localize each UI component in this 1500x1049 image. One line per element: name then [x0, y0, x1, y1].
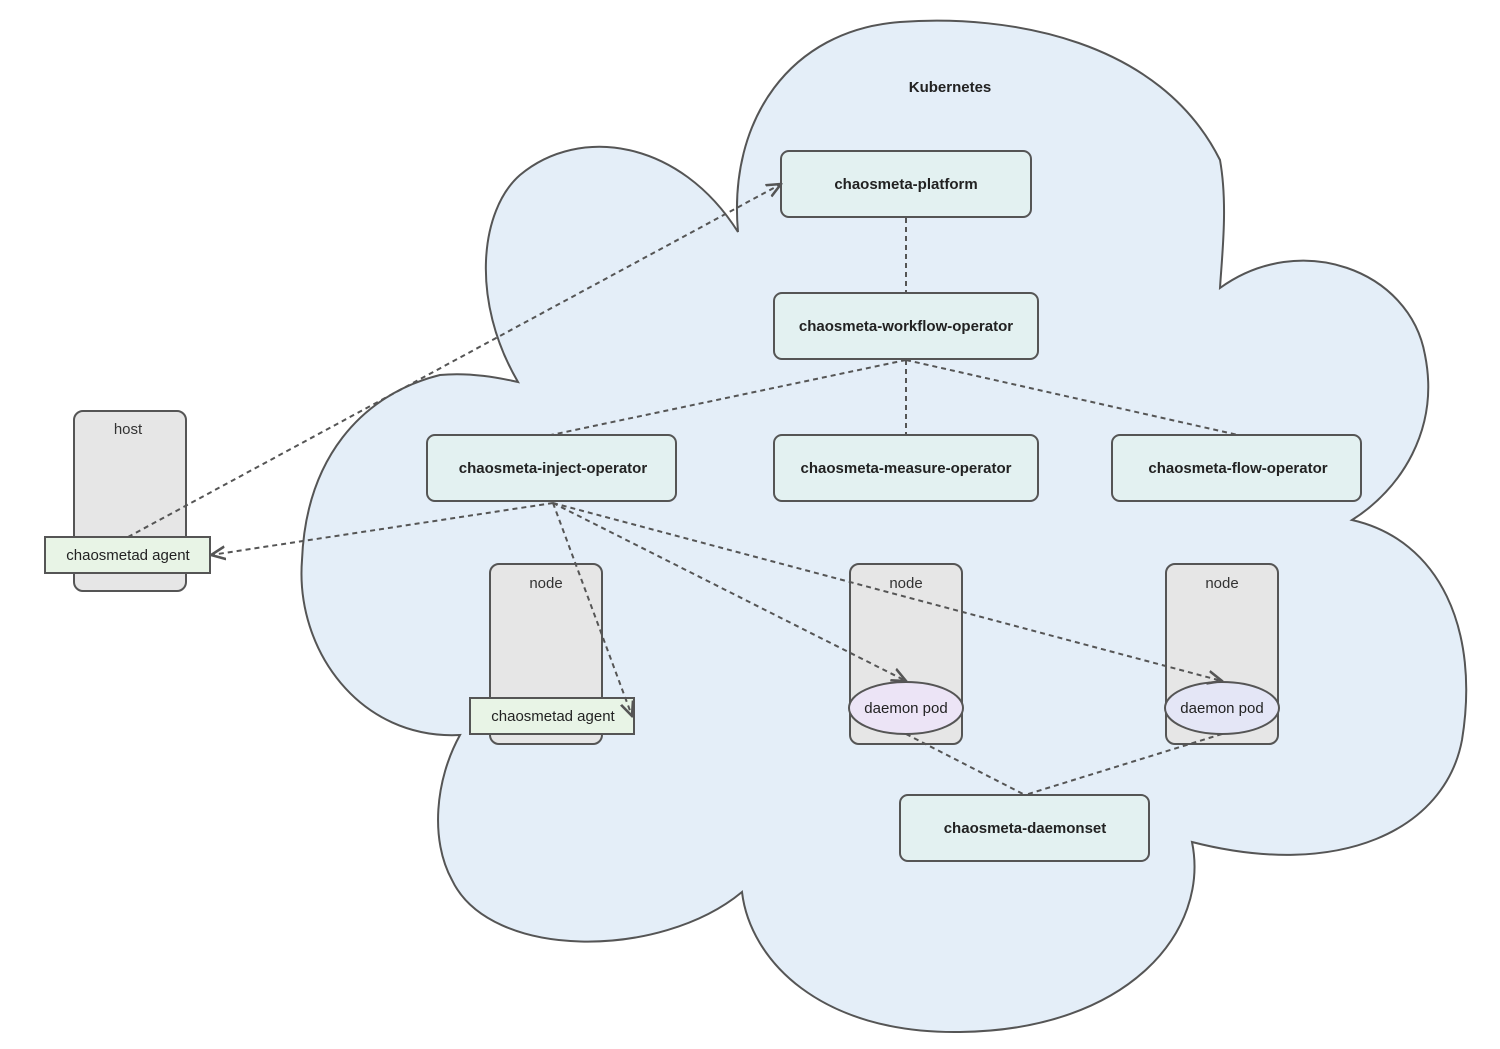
workflow-operator-box: chaosmeta-workflow-operator: [773, 292, 1039, 360]
node-3-label: node: [1205, 575, 1238, 592]
measure-operator-box: chaosmeta-measure-operator: [773, 434, 1039, 502]
node-1-agent: chaosmetad agent: [469, 697, 635, 735]
inject-operator-label: chaosmeta-inject-operator: [459, 460, 648, 477]
node-3-pod-to-daemonset-link: [1024, 733, 1223, 796]
cluster-title: Kubernetes: [909, 79, 992, 96]
inject-to-node-1-agent-arrow: [552, 502, 632, 716]
inject-to-host-agent-arrow: [211, 502, 554, 555]
daemonset-label: chaosmeta-daemonset: [944, 820, 1107, 837]
host-label: host: [114, 421, 143, 438]
flow-operator-box: chaosmeta-flow-operator: [1111, 434, 1362, 502]
node-3-daemon-pod-label: daemon pod: [1180, 700, 1263, 717]
node-2-daemon-pod-label: daemon pod: [864, 700, 947, 717]
daemonset-box: chaosmeta-daemonset: [899, 794, 1150, 862]
node-2-label: node: [889, 575, 922, 592]
host-agent-label: chaosmetad agent: [66, 547, 190, 564]
platform-box: chaosmeta-platform: [780, 150, 1032, 218]
host-agent: chaosmetad agent: [44, 536, 211, 574]
workflow-operator-label: chaosmeta-workflow-operator: [799, 318, 1013, 335]
kubernetes-cluster-cloud: [300, 19, 1468, 1034]
node-2-daemon-pod: daemon pod: [848, 681, 964, 735]
measure-operator-label: chaosmeta-measure-operator: [801, 460, 1012, 477]
workflow-to-flow-link: [905, 359, 1239, 436]
host-agent-to-platform-arrow: [127, 184, 781, 538]
node-3-daemon-pod: daemon pod: [1164, 681, 1280, 735]
flow-operator-label: chaosmeta-flow-operator: [1148, 460, 1327, 477]
platform-label: chaosmeta-platform: [834, 176, 977, 193]
node-1-label: node: [529, 575, 562, 592]
node-1-agent-label: chaosmetad agent: [491, 708, 615, 725]
node-2-pod-to-daemonset-link: [905, 733, 1026, 796]
workflow-to-inject-link: [550, 359, 907, 436]
inject-to-node-2-pod-arrow: [552, 502, 906, 681]
inject-operator-box: chaosmeta-inject-operator: [426, 434, 677, 502]
inject-to-node-3-pod-arrow: [552, 502, 1222, 681]
